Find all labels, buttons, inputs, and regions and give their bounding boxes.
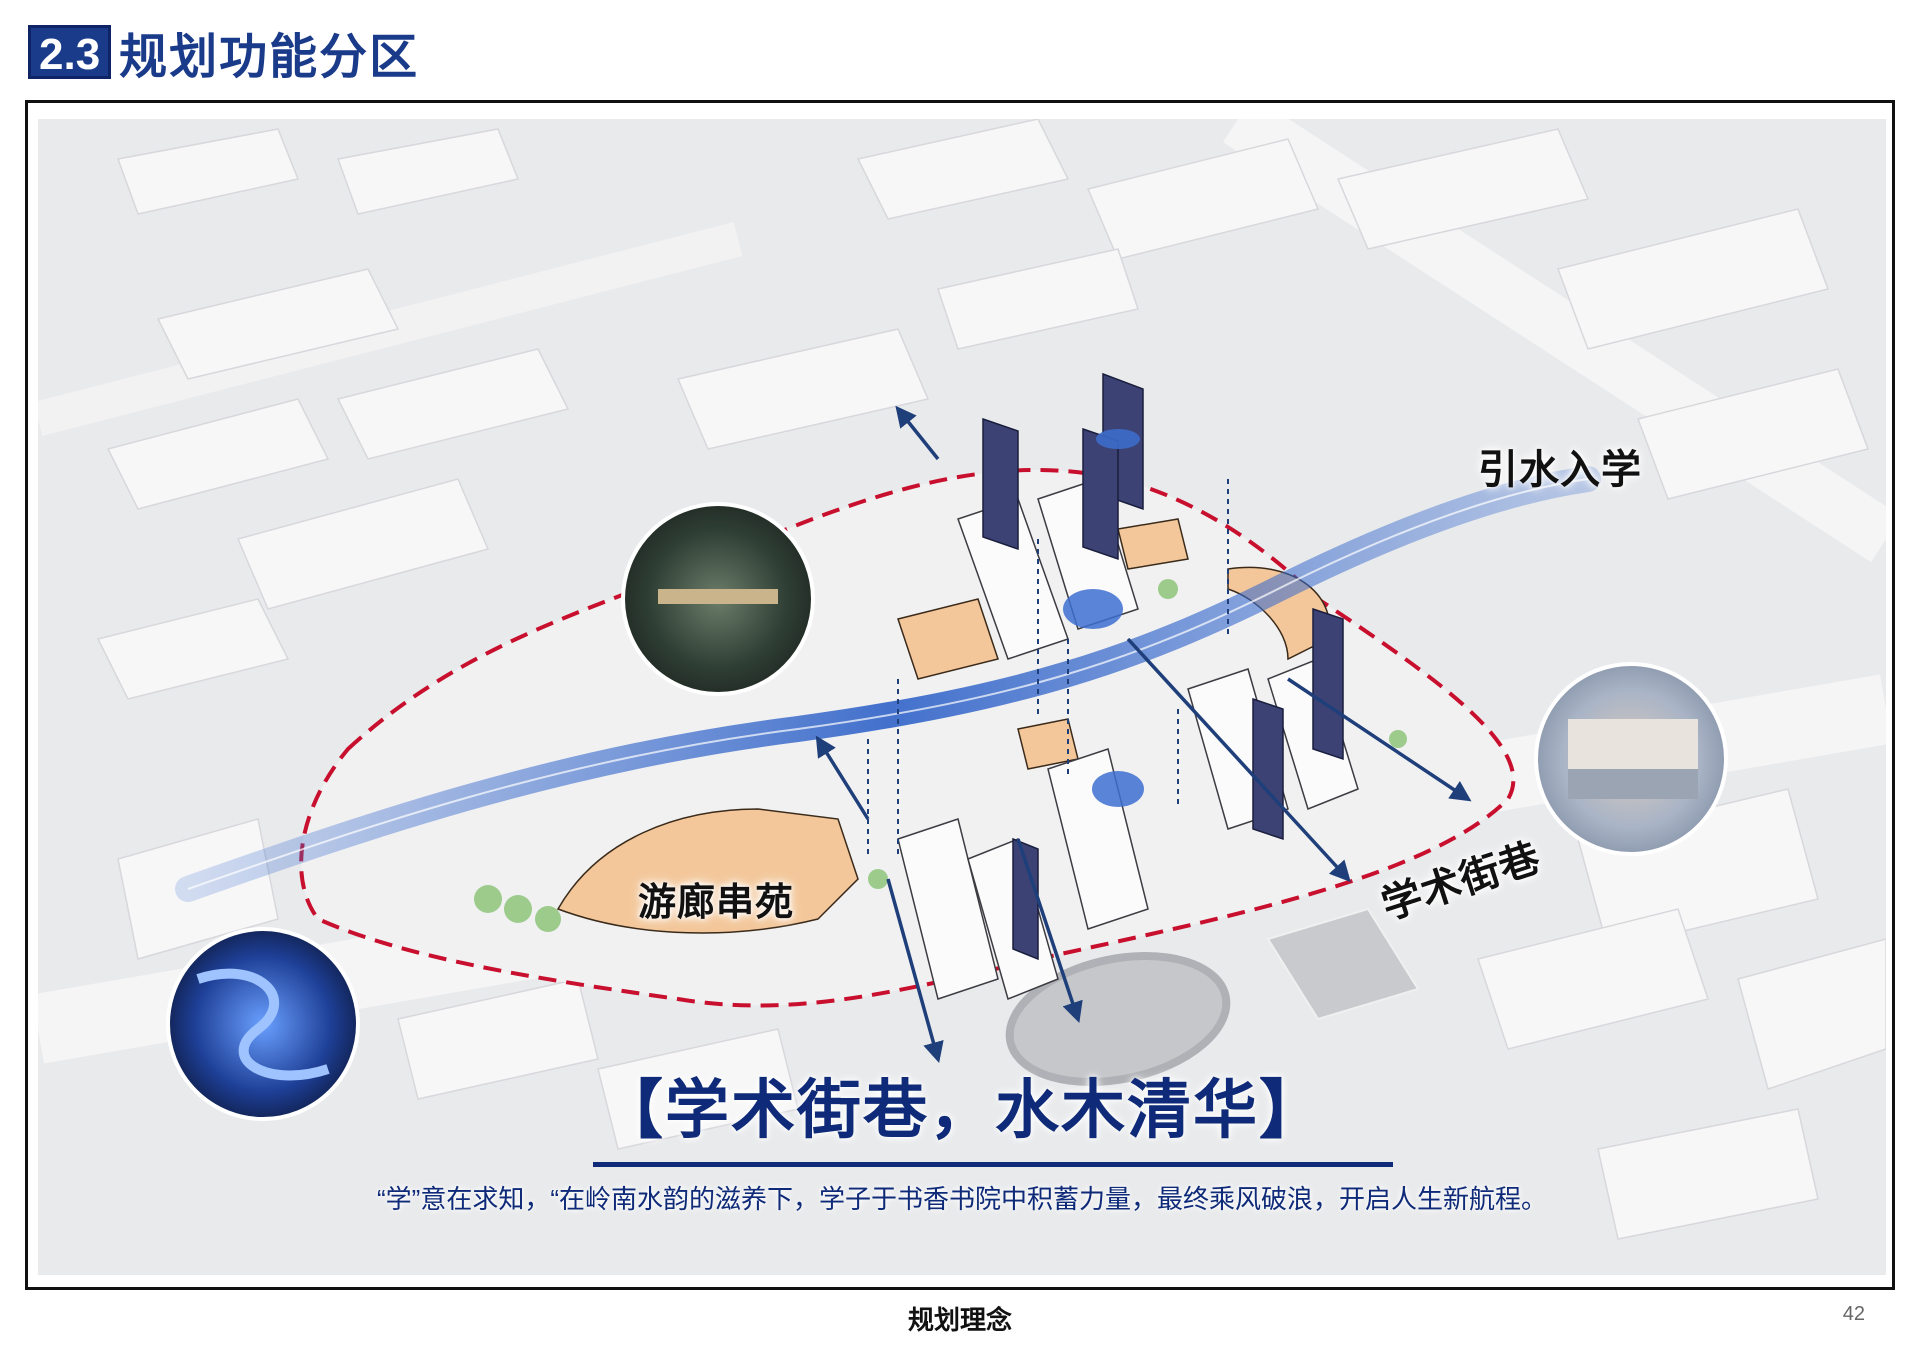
page-number: 42	[1842, 1303, 1865, 1325]
label-corridor-garden: 游廊串苑	[638, 882, 795, 924]
page-header: 2.3 规划功能分区	[28, 22, 419, 84]
label-water-intro: 引水入学	[1478, 448, 1642, 492]
site-plan-diagram: 引水入学 学术街巷 游廊串苑 【学术街巷，水木清华】 “学”意在求知，“在岭南水…	[38, 119, 1886, 1275]
facade-panels	[982, 372, 1344, 961]
river-highlight	[187, 478, 1589, 890]
site-plan-graphic	[38, 119, 1886, 1240]
section-number-badge: 2.3	[28, 25, 112, 79]
vertical-guides	[867, 479, 1229, 859]
garden-image-circle	[621, 502, 815, 696]
circulation-arrows	[815, 405, 1472, 1064]
corridor-garden-volume	[556, 808, 859, 934]
page-title: 规划功能分区	[119, 31, 420, 84]
river-image-circle	[166, 927, 360, 1121]
diagram-frame: 引水入学 学术街巷 游廊串苑 【学术街巷，水木清华】 “学”意在求知，“在岭南水…	[25, 100, 1895, 1290]
slogan-underline	[593, 1162, 1393, 1167]
basketball-courts	[1266, 907, 1420, 1021]
soccer-field	[1005, 952, 1231, 1086]
slogan: 【学术街巷，水木清华】	[599, 1074, 1325, 1146]
description: “学”意在求知，“在岭南水韵的滋养下，学子于书香书院中积蓄力量，最终乘风破浪，开…	[377, 1184, 1547, 1214]
trees	[474, 579, 1407, 932]
street-image-circle	[1534, 662, 1728, 856]
water-pools	[1063, 429, 1144, 807]
context-buildings	[96, 119, 1886, 1240]
footer-title: 规划理念	[907, 1305, 1012, 1335]
